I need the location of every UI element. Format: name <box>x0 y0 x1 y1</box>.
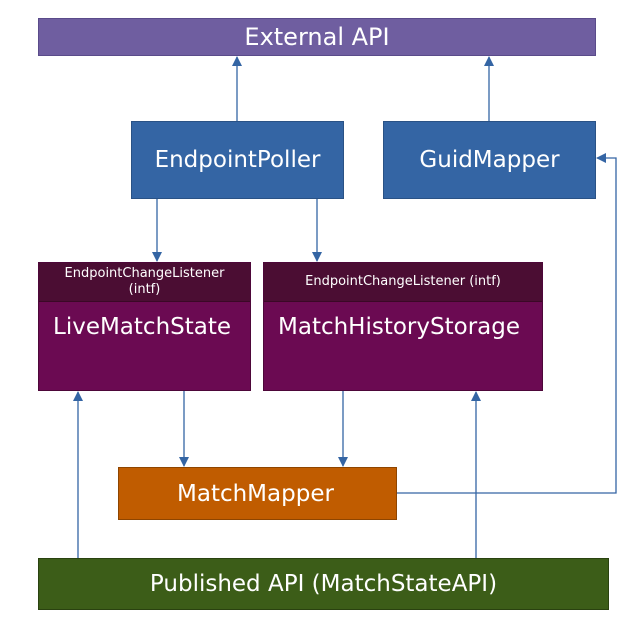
live-match-state-interface-text: EndpointChangeListener (intf) <box>64 266 225 297</box>
live-match-state-interface-label: EndpointChangeListener (intf) <box>39 263 250 302</box>
endpoint-poller-label: EndpointPoller <box>154 147 321 173</box>
live-match-state-label: LiveMatchState <box>53 314 232 340</box>
published-api-label: Published API (MatchStateAPI) <box>149 571 498 597</box>
match-history-storage-interface-label: EndpointChangeListener (intf) <box>264 263 542 302</box>
match-history-storage-label: MatchHistoryStorage <box>278 314 520 340</box>
match-history-storage-box: EndpointChangeListener (intf) MatchHisto… <box>263 262 543 391</box>
match-mapper-box: MatchMapper <box>118 467 397 520</box>
guid-mapper-label: GuidMapper <box>419 147 560 173</box>
match-history-storage-interface-text: EndpointChangeListener (intf) <box>305 274 501 289</box>
match-mapper-label: MatchMapper <box>177 480 334 507</box>
guid-mapper-box: GuidMapper <box>383 121 596 199</box>
published-api-box: Published API (MatchStateAPI) <box>38 558 609 610</box>
external-api-box: External API <box>38 18 596 56</box>
live-match-state-box: EndpointChangeListener (intf) LiveMatchS… <box>38 262 251 391</box>
external-api-label: External API <box>244 23 390 51</box>
endpoint-poller-box: EndpointPoller <box>131 121 344 199</box>
